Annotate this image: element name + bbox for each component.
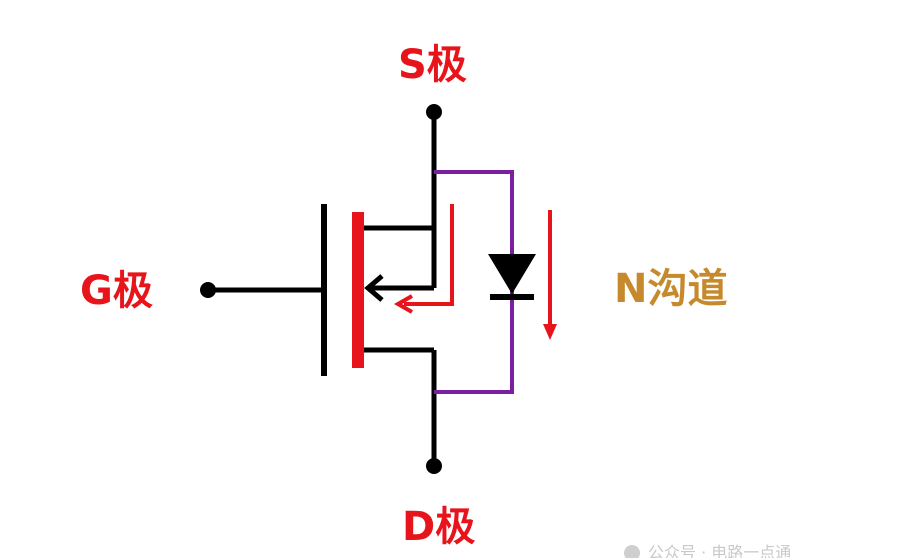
watermark-text: 公众号 · 电路一点通 — [648, 543, 791, 558]
body-arrow — [364, 228, 437, 302]
channel-bar — [352, 212, 364, 368]
channel-type-label: N沟道 — [614, 266, 727, 312]
diode-icon — [488, 254, 536, 300]
gate-label: G极 — [80, 268, 153, 314]
diode-loop-wire — [434, 170, 514, 394]
source-terminal — [360, 104, 442, 231]
drain-terminal — [360, 347, 442, 474]
channel-current-arrow — [404, 204, 454, 306]
channel-current-arrow-head — [393, 294, 413, 314]
watermark: 公众号 · 电路一点通 — [624, 543, 791, 558]
wechat-icon — [624, 545, 640, 558]
source-label: S极 — [398, 42, 467, 88]
drain-label: D极 — [402, 504, 475, 550]
gate-terminal — [200, 204, 327, 376]
diode-current-arrow-head — [543, 324, 557, 340]
